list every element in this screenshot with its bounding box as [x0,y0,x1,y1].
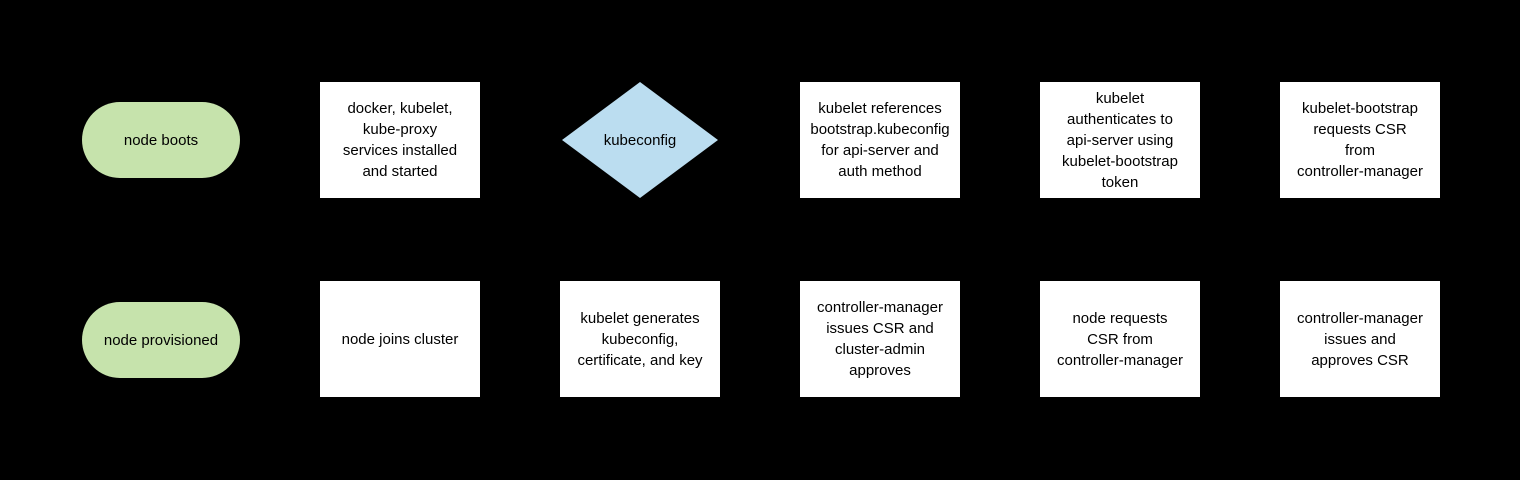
node-label: node boots [123,131,199,149]
process-kubelet-authenticates-to-api-server: kubelet authenticates to api-server usin… [1040,82,1200,198]
node-label: kubelet authenticates to api-server usin… [1062,89,1178,191]
decision-kubeconfig: kubeconfig [562,82,718,198]
process-controller-manager-issues-csr-cluster-admin-approves: controller-manager issues CSR and cluste… [800,281,960,397]
node-label: docker, kubelet, kube-proxy services ins… [342,100,458,180]
process-kubelet-bootstrap-requests-csr: kubelet-bootstrap requests CSR from cont… [1280,82,1440,198]
node-label: kubelet-bootstrap requests CSR from cont… [1297,100,1423,180]
terminal-node-provisioned: node provisioned [82,302,240,378]
process-kubelet-references-bootstrap-kubeconfig: kubelet references bootstrap.kubeconfig … [800,82,960,198]
node-label: controller-manager issues and approves C… [1297,309,1423,369]
node-label: node provisioned [103,331,219,349]
node-label: node joins cluster [341,330,459,348]
node-label: kubelet references bootstrap.kubeconfig … [810,100,950,180]
process-kubelet-generates-kubeconfig: kubelet generates kubeconfig, certificat… [560,281,720,397]
process-controller-manager-issues-and-approves-csr: controller-manager issues and approves C… [1280,281,1440,397]
process-node-requests-csr: node requests CSR from controller-manage… [1040,281,1200,397]
node-label: kubeconfig [603,131,677,149]
node-label: node requests CSR from controller-manage… [1057,309,1183,369]
node-label: kubelet generates kubeconfig, certificat… [577,309,703,369]
terminal-node-boots: node boots [82,102,240,178]
process-node-joins-cluster: node joins cluster [320,281,480,397]
node-label: controller-manager issues CSR and cluste… [817,299,943,379]
process-services-installed: docker, kubelet, kube-proxy services ins… [320,82,480,198]
